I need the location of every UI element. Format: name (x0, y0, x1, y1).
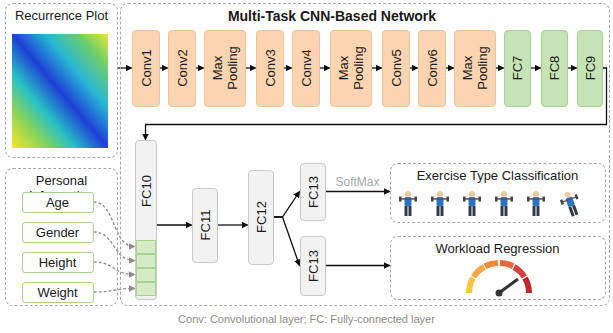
pooling-layer: Max Pooling (204, 30, 246, 107)
network-panel: Multi-Task CNN-Based NetworkConv1 Conv2 Ma… (120, 3, 610, 306)
fc-layer: FC13 (300, 163, 326, 221)
connector (372, 67, 382, 68)
pooling-layer: Max Pooling (454, 30, 496, 107)
input-cell (136, 268, 156, 282)
connector (274, 217, 300, 266)
exercise-icons (399, 189, 584, 219)
layer-label: Conv4 (298, 49, 313, 87)
layer-label: Conv2 (174, 49, 189, 87)
connector (284, 67, 292, 68)
input-cell (136, 240, 156, 254)
connector (218, 224, 248, 225)
layer-label: Max Pooling (460, 38, 490, 98)
field-label: Weight (23, 285, 93, 300)
personal-panel: Personal InformationAgeGenderHeightWeigh… (5, 168, 118, 306)
caption: Conv: Convolutional layer; FC: Fully-con… (0, 313, 613, 325)
dashed-connector (94, 262, 135, 275)
layer-label: Conv3 (262, 49, 277, 87)
connector (320, 67, 330, 68)
fc-layer: FC11 (192, 188, 218, 263)
connector (568, 67, 577, 68)
connector (496, 67, 504, 68)
connector (326, 265, 390, 266)
workload-gauge (469, 263, 529, 297)
connector (246, 67, 256, 68)
input-field: Weight (22, 282, 94, 303)
panel-title: Exercise Type Classification (391, 168, 605, 183)
layer-label: FC13 (305, 176, 320, 208)
input-field: Height (22, 252, 94, 273)
conv-layer: Conv1 (132, 30, 160, 107)
fc-layer: FC7 (504, 30, 531, 107)
input-cell (136, 282, 156, 296)
connector (410, 67, 418, 68)
fc-layer: FC12 (248, 170, 274, 265)
layer-label: Max Pooling (210, 38, 240, 98)
conv-layer: Conv6 (418, 30, 446, 107)
layer-label: FC10 (138, 175, 153, 207)
fc-layer: FC8 (541, 30, 568, 107)
network-title: Multi-Task CNN-Based Network (121, 9, 609, 24)
connector (274, 192, 300, 218)
dashed-connector (94, 202, 135, 247)
conv-layer: Conv4 (292, 30, 320, 107)
conv-layer: Conv5 (382, 30, 410, 107)
layer-label: FC11 (197, 210, 212, 241)
input-field: Gender (22, 222, 94, 243)
connector (196, 67, 204, 68)
plot-panel: Recurrence Plot (5, 3, 118, 158)
layer-label: FC13 (305, 250, 320, 282)
input-cell (136, 254, 156, 268)
layer-label: FC7 (510, 56, 525, 81)
fc-layer: FC9 (577, 30, 603, 107)
connector (326, 191, 390, 192)
conv-layer: Conv2 (168, 30, 196, 107)
field-label: Gender (23, 225, 93, 240)
connector (446, 67, 454, 68)
field-label: Age (23, 195, 93, 210)
fc-layer: FC10 (135, 140, 157, 300)
dashed-connector (94, 289, 135, 293)
layer-label: FC8 (547, 56, 562, 81)
layer-label: Conv1 (138, 49, 153, 87)
edge-label: SoftMax (334, 175, 380, 189)
connector (531, 67, 541, 68)
dashed-connector (94, 232, 135, 261)
conv-layer: Conv3 (256, 30, 284, 107)
output-panel: Exercise Type Classification (390, 163, 606, 223)
layer-label: Conv6 (424, 49, 439, 87)
layer-label: Max Pooling (336, 38, 366, 98)
layer-label: FC12 (253, 201, 268, 233)
fc-layer: FC13 (300, 236, 326, 296)
recurrence-plot-image (12, 34, 108, 148)
output-panel: Workload Regression (390, 236, 606, 300)
pooling-layer: Max Pooling (330, 30, 372, 107)
panel-title: Workload Regression (391, 241, 605, 256)
panel-title: Recurrence Plot (6, 8, 117, 23)
connector (160, 67, 168, 68)
layer-label: FC9 (582, 56, 597, 81)
layer-label: Conv5 (388, 49, 403, 87)
field-label: Height (23, 255, 93, 270)
connector (157, 224, 192, 225)
input-field: Age (22, 192, 94, 213)
